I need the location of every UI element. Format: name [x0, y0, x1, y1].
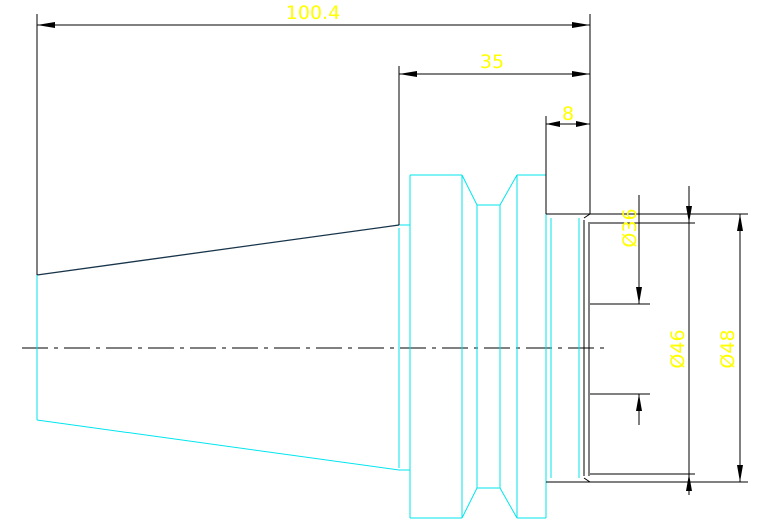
dimension-flange-length: 35	[399, 51, 590, 77]
bore-lines	[590, 222, 695, 475]
dimension-overall-length: 100.4	[37, 2, 590, 28]
dimension-shoulder-diameter: Ø46	[667, 186, 692, 495]
dimension-pilot-length: 8	[546, 103, 590, 127]
dimension-text-pilot-length: 8	[562, 103, 574, 125]
extension-lines	[36, 14, 748, 483]
dimension-text-shoulder-diameter: Ø46	[667, 329, 689, 368]
dimension-inner-diameter: Ø36	[619, 195, 642, 425]
dimension-text-inner-diameter: Ø36	[619, 208, 641, 247]
flange	[409, 174, 547, 519]
dimension-text-overall-length: 100.4	[286, 2, 340, 24]
dimension-text-flange-length: 35	[480, 51, 504, 73]
dimension-text-outer-diameter: Ø48	[717, 329, 739, 368]
taper-body	[36, 224, 410, 471]
pilot-section	[546, 213, 591, 483]
dimension-outer-diameter: Ø48	[717, 214, 743, 482]
